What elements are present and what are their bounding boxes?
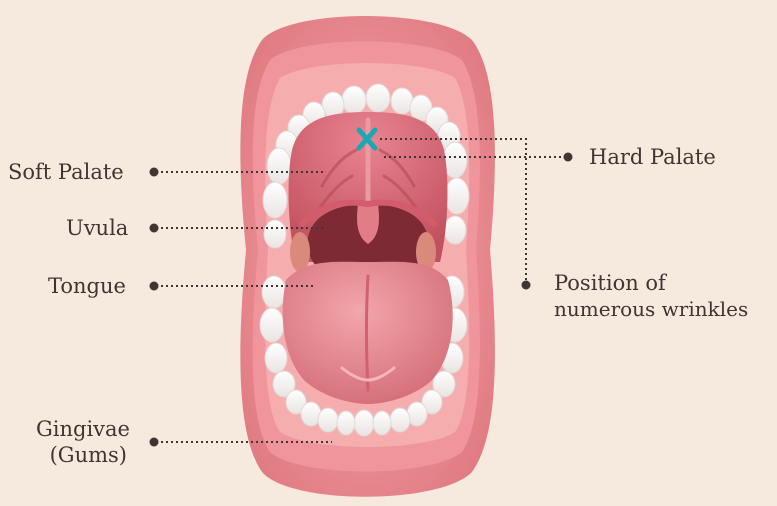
label-gingivae-line1: Gingivae [20, 416, 130, 442]
dot-gingivae [150, 438, 159, 447]
label-gingivae-line2: (Gums) [20, 442, 127, 468]
label-wrinkles: Position of numerous wrinkles [554, 270, 748, 322]
label-uvula: Uvula [66, 215, 128, 241]
dot-tongue [150, 282, 159, 291]
label-gingivae: Gingivae (Gums) [20, 416, 130, 468]
dot-soft-palate [150, 168, 159, 177]
left-tonsil [290, 232, 310, 272]
label-soft-palate: Soft Palate [8, 159, 124, 185]
label-wrinkles-line1: Position of [554, 270, 748, 296]
label-wrinkles-line2: numerous wrinkles [554, 296, 748, 322]
dot-hard-palate [564, 153, 573, 162]
label-hard-palate: Hard Palate [589, 144, 716, 170]
dot-uvula [150, 224, 159, 233]
tongue-groove [367, 276, 369, 390]
dot-wrinkles [522, 281, 531, 290]
label-tongue: Tongue [48, 273, 126, 299]
